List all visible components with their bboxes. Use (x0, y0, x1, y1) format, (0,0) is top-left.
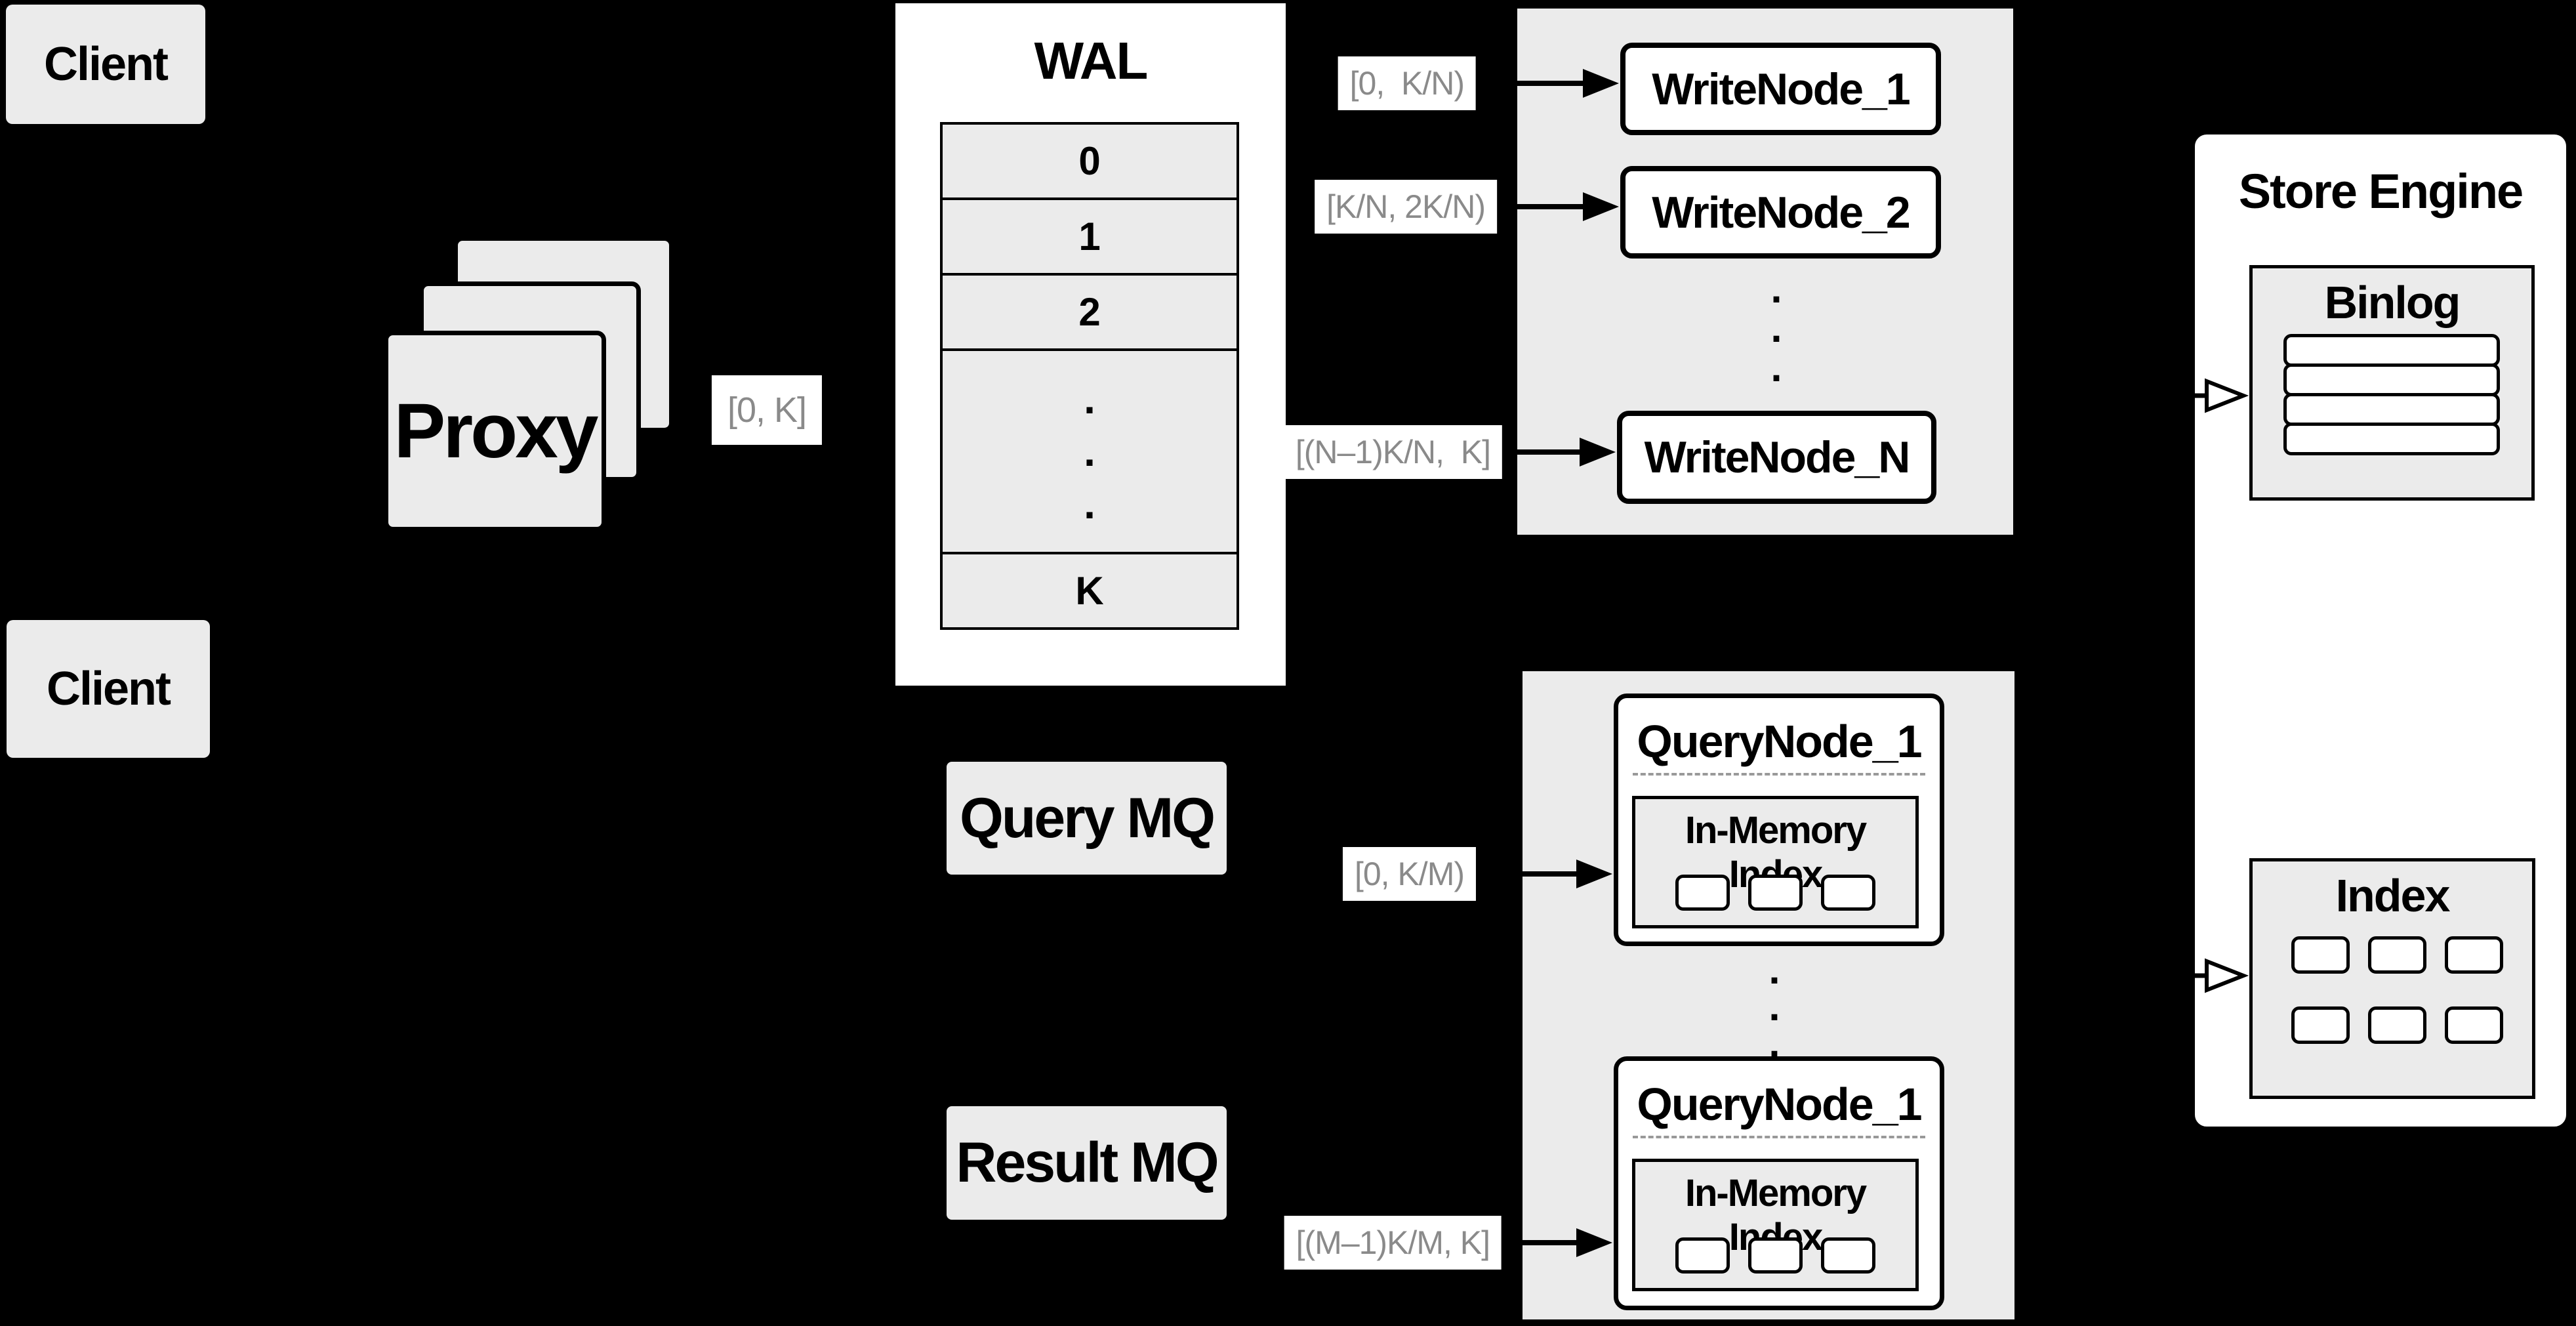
client-top-label: Client (43, 38, 169, 91)
query-mq-label: Query MQ (960, 786, 1216, 850)
wal-segment-k: K (1075, 569, 1104, 613)
write-node-2-box: WriteNode_2 (1620, 166, 1941, 259)
wal-panel: WAL 0 1 2 . . . K (895, 3, 1286, 686)
query-node-2-box: QueryNode_1 In-Memory Index (1614, 1056, 1944, 1310)
client-box-top: Client (6, 5, 205, 124)
wal-segment-row: 0 (943, 125, 1237, 200)
index-cell (2368, 936, 2426, 974)
write-node-n-box: WriteNode_N (1617, 411, 1936, 504)
index-cell (2445, 1006, 2503, 1044)
index-cell (2291, 936, 2350, 974)
write-node-n-label: WriteNode_N (1644, 432, 1911, 482)
wal-segment-row: K (943, 554, 1237, 627)
binlog-row (2283, 393, 2500, 426)
proxy-box: Proxy (384, 331, 606, 531)
in-memory-index-title: In-Memory Index (1685, 1172, 1867, 1258)
wal-segment-row: 2 (943, 276, 1237, 351)
write-node-2-range-label: [K/N, 2K/N) (1315, 180, 1497, 234)
binlog-title: Binlog (2324, 277, 2461, 328)
store-engine-panel: Store Engine Binlog Index (2190, 129, 2571, 1132)
binlog-box: Binlog (2249, 265, 2535, 501)
wal-ellipsis-dots: . . . (1084, 375, 1095, 528)
in-memory-index-cells (1635, 875, 1915, 911)
query-node-1-title: QueryNode_1 (1637, 716, 1922, 767)
memory-segment-cell (1675, 1237, 1730, 1274)
client-bottom-label: Client (46, 663, 171, 715)
in-memory-index-cells (1635, 1237, 1915, 1274)
index-cell (2445, 936, 2503, 974)
write-node-group-panel: WriteNode_1 WriteNode_2 WriteNode_N . . … (1514, 5, 2016, 538)
memory-segment-cell (1748, 1237, 1803, 1274)
memory-segment-cell (1748, 875, 1803, 911)
index-title: Index (2335, 870, 2451, 921)
query-node-group-panel: QueryNode_1 In-Memory Index . . . QueryN… (1519, 668, 2018, 1323)
query-node-2-divider (1633, 1136, 1925, 1138)
memory-segment-cell (1821, 1237, 1875, 1274)
wal-title: WAL (1034, 31, 1149, 90)
binlog-rows (2283, 334, 2500, 455)
query-node-1-box: QueryNode_1 In-Memory Index (1614, 694, 1944, 946)
index-cell (2291, 1006, 2350, 1044)
wal-segment-1: 1 (1078, 215, 1101, 259)
result-mq-box: Result MQ (947, 1106, 1227, 1220)
result-mq-label: Result MQ (956, 1131, 1219, 1194)
write-node-1-label: WriteNode_1 (1652, 64, 1910, 114)
binlog-row (2283, 423, 2500, 455)
write-node-ellipsis-dots: . . . (1770, 266, 1782, 390)
proxy-range-label: [0, K] (711, 375, 822, 445)
query-node-2-title: QueryNode_1 (1637, 1079, 1922, 1130)
client-box-bottom: Client (7, 620, 210, 758)
index-grid (2291, 936, 2503, 1044)
wal-segment-row: 1 (943, 200, 1237, 276)
wal-segment-row-ellipsis: . . . (943, 351, 1237, 554)
index-box: Index (2249, 858, 2535, 1099)
binlog-row (2283, 363, 2500, 396)
write-node-2-label: WriteNode_2 (1652, 187, 1910, 238)
query-node-2-range-label: [(M–1)K/M, K] (1284, 1216, 1502, 1270)
write-node-1-box: WriteNode_1 (1620, 43, 1941, 135)
in-memory-index-box: In-Memory Index (1632, 796, 1919, 928)
wal-segment-2: 2 (1078, 290, 1101, 334)
query-node-ellipsis-dots: . . . (1768, 947, 1780, 1066)
index-cell (2368, 1006, 2426, 1044)
wal-segment-table: 0 1 2 . . . K (940, 122, 1239, 630)
proxy-label: Proxy (394, 388, 599, 474)
write-node-1-range-label: [0, K/N) (1338, 56, 1476, 110)
memory-segment-cell (1675, 875, 1730, 911)
write-node-n-range-label: [(N–1)K/N, K] (1283, 425, 1502, 479)
binlog-row (2283, 334, 2500, 367)
query-mq-box: Query MQ (947, 762, 1227, 875)
wal-segment-0: 0 (1078, 139, 1101, 183)
memory-segment-cell (1821, 875, 1875, 911)
query-node-1-range-label: [0, K/M) (1342, 847, 1476, 901)
query-node-1-divider (1633, 773, 1925, 776)
in-memory-index-box: In-Memory Index (1632, 1159, 1919, 1291)
store-engine-title: Store Engine (2238, 164, 2524, 218)
